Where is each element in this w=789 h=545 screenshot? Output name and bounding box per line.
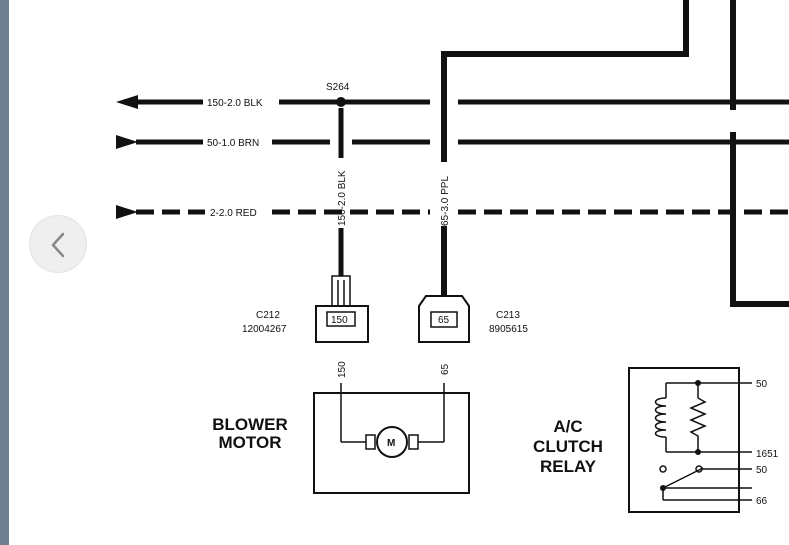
relay-title-line2: CLUTCH bbox=[533, 437, 603, 456]
blower-box bbox=[313, 392, 470, 494]
blower-title-line2: MOTOR bbox=[219, 433, 282, 452]
wire-label-50: 50-1.0 BRN bbox=[207, 138, 259, 149]
wire-label-v150: 150-2.0 BLK bbox=[337, 170, 348, 226]
wire-65-vertical: 65-3.0 PPL bbox=[440, 100, 451, 296]
relay-pin-coil-bottom: 1651 bbox=[756, 449, 779, 460]
connector-c212: 150 C212 12004267 bbox=[242, 275, 369, 343]
upper-wire-group bbox=[441, 0, 789, 307]
wire-150-vertical: 150-2.0 BLK bbox=[337, 108, 348, 276]
wire-upper-left bbox=[441, 0, 689, 100]
previous-button[interactable] bbox=[29, 215, 87, 273]
wire-2-red: 2-2.0 RED bbox=[116, 205, 789, 219]
ac-clutch-relay: 50 1651 50 66 A/C CLUTCH RELAY bbox=[533, 367, 779, 513]
wire-50-brn: 50-1.0 BRN bbox=[116, 135, 789, 149]
wire-label-150: 150-2.0 BLK bbox=[207, 98, 263, 109]
connector-name: C212 bbox=[256, 310, 280, 321]
wire-150-blk: 150-2.0 BLK bbox=[116, 95, 789, 109]
relay-title-line1: A/C bbox=[553, 417, 582, 436]
splice-label: S264 bbox=[326, 82, 350, 93]
arrow-right-icon bbox=[116, 205, 138, 219]
left-edge-bar bbox=[0, 0, 9, 545]
relay-resistor-icon bbox=[689, 397, 707, 452]
blower-pin-right: 65 bbox=[440, 363, 451, 375]
relay-pin-contact-bottom: 66 bbox=[756, 496, 768, 507]
splice-dot bbox=[336, 97, 346, 107]
wire-label-2: 2-2.0 RED bbox=[210, 208, 257, 219]
blower-title-line1: BLOWER bbox=[212, 415, 288, 434]
relay-pin-contact-top: 50 bbox=[756, 465, 768, 476]
relay-switch-icon bbox=[662, 467, 704, 489]
blower-motor: M 150 65 BLOWER MOTOR bbox=[212, 361, 470, 494]
splice-s264: S264 bbox=[326, 82, 350, 107]
relay-pin-coil-top: 50 bbox=[756, 379, 768, 390]
arrow-right-icon bbox=[116, 135, 138, 149]
relay-coil-icon bbox=[654, 397, 667, 438]
chevron-left-icon bbox=[51, 232, 65, 258]
connector-part-number: 8905615 bbox=[489, 324, 528, 335]
connector-c213: 65 C213 8905615 bbox=[418, 295, 528, 343]
relay-title-line3: RELAY bbox=[540, 457, 597, 476]
connector-name: C213 bbox=[496, 310, 520, 321]
relay-box bbox=[628, 367, 740, 513]
wire-label-v65: 65-3.0 PPL bbox=[440, 176, 451, 226]
wire-upper-right bbox=[730, 0, 789, 307]
connector-pin: 65 bbox=[438, 315, 450, 326]
motor-icon bbox=[376, 426, 408, 458]
connector-pin: 150 bbox=[331, 315, 348, 326]
connector-part-number: 12004267 bbox=[242, 324, 287, 335]
blower-pin-left: 150 bbox=[337, 361, 348, 378]
arrow-left-icon bbox=[116, 95, 138, 109]
motor-symbol: M bbox=[387, 438, 395, 449]
